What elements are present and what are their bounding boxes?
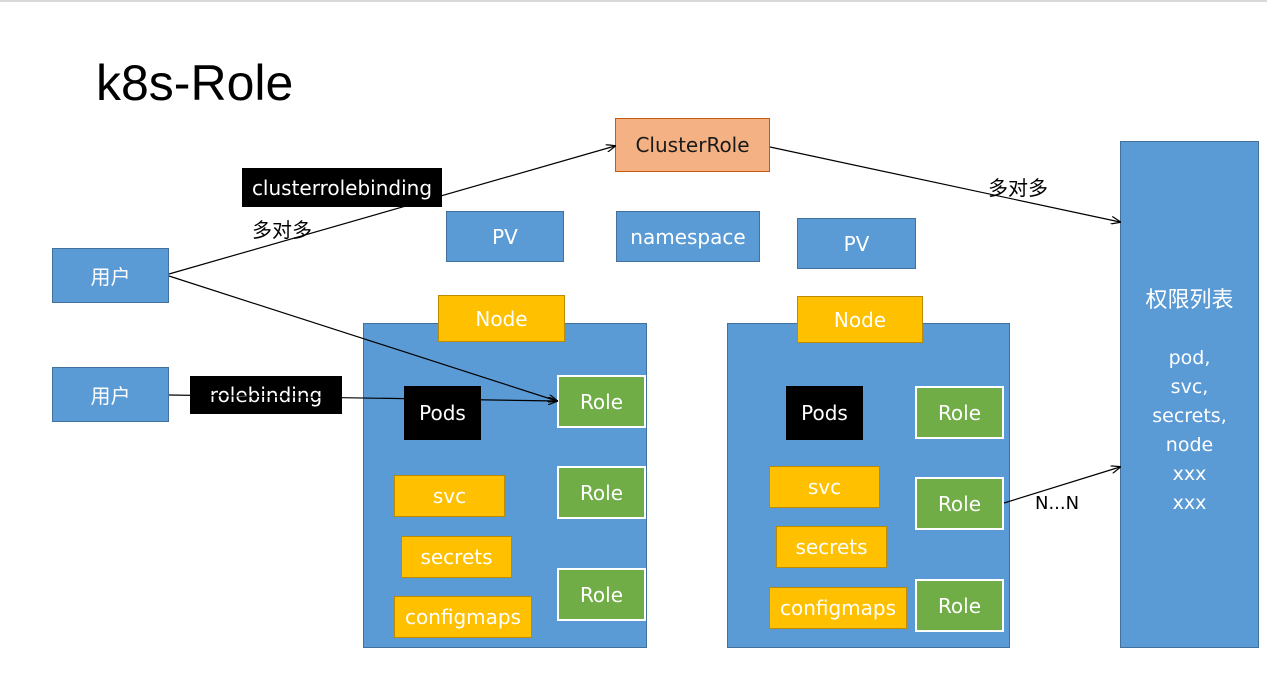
svc-box-left: svc bbox=[394, 475, 505, 517]
pods-box-right: Pods bbox=[786, 386, 863, 440]
pods-box-left: Pods bbox=[404, 386, 481, 440]
role-box-left-1: Role bbox=[557, 375, 646, 428]
pv-box-2: PV bbox=[797, 218, 916, 269]
permission-item: svc, bbox=[1170, 376, 1209, 398]
permission-list-items: pod, svc, secrets, node xxx xxx bbox=[1152, 344, 1227, 518]
pv-box-1: PV bbox=[446, 211, 564, 262]
role-box-left-2: Role bbox=[557, 466, 646, 519]
rolebinding-label: rolebinding bbox=[190, 376, 342, 414]
arrow-user2-to-role bbox=[168, 394, 557, 401]
page-title: k8s-Role bbox=[96, 55, 294, 111]
top-divider bbox=[0, 0, 1267, 2]
permission-list-panel: 权限列表 pod, svc, secrets, node xxx xxx bbox=[1120, 141, 1259, 648]
permission-item: pod, bbox=[1168, 347, 1211, 369]
secrets-box-left: secrets bbox=[401, 536, 512, 578]
permission-item: xxx bbox=[1172, 463, 1207, 485]
cluster-role-box: ClusterRole bbox=[615, 118, 770, 172]
node-label-right: Node bbox=[797, 296, 923, 343]
node-label-left: Node bbox=[438, 295, 565, 342]
arrow-user1-to-clusterrole bbox=[168, 146, 615, 275]
namespace-box: namespace bbox=[616, 211, 760, 262]
user-box-1: 用户 bbox=[52, 248, 169, 303]
permission-item: node bbox=[1165, 434, 1214, 456]
arrow-clusterrole-to-permissions bbox=[769, 146, 1120, 222]
permission-list-title: 权限列表 bbox=[1145, 288, 1234, 313]
configmaps-box-right: configmaps bbox=[769, 587, 907, 629]
arrow-role-to-permissions bbox=[1003, 467, 1120, 504]
secrets-box-right: secrets bbox=[776, 526, 887, 568]
arrow-user1-to-role bbox=[168, 275, 557, 401]
configmaps-box-left: configmaps bbox=[394, 596, 532, 638]
user-box-2: 用户 bbox=[52, 367, 169, 422]
permission-item: xxx bbox=[1172, 492, 1207, 514]
n-to-n-label: N...N bbox=[1035, 493, 1080, 514]
permission-item: secrets, bbox=[1152, 405, 1227, 427]
many-to-many-left-label: 多对多 bbox=[252, 218, 312, 242]
svc-box-right: svc bbox=[769, 466, 880, 508]
clusterrolebinding-label: clusterrolebinding bbox=[242, 168, 442, 207]
role-box-right-2: Role bbox=[915, 477, 1004, 530]
role-box-right-3: Role bbox=[915, 579, 1004, 632]
role-box-left-3: Role bbox=[557, 568, 646, 621]
role-box-right-1: Role bbox=[915, 386, 1004, 439]
